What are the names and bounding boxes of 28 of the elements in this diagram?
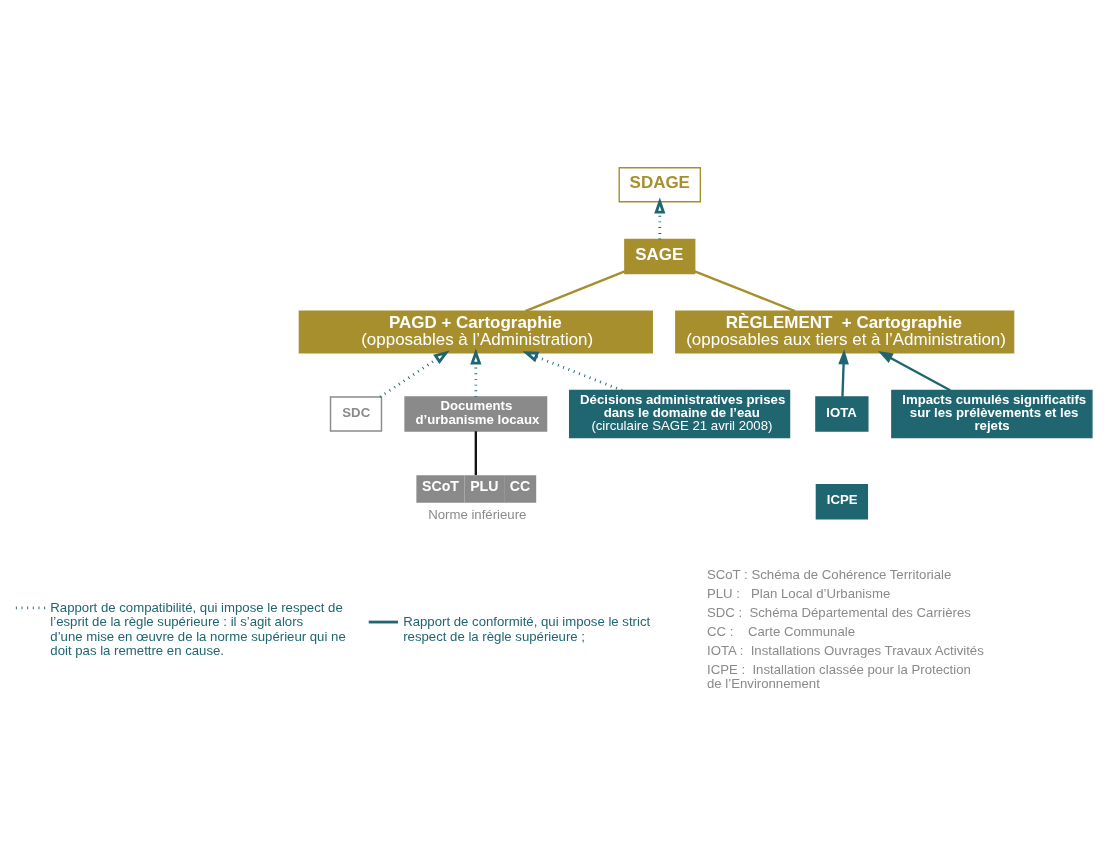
arrow [654, 197, 666, 239]
arrow [522, 350, 623, 392]
label: IOTA : Installations Ouvrages Travaux Activités [706, 642, 984, 658]
arrow [877, 350, 951, 391]
arrow [470, 348, 482, 397]
legend-label: Rapport de conformité, qui impose le strict respect de la règle supérieure ; [403, 613, 651, 644]
label: CC : Carte Communale [706, 623, 856, 639]
node-box: SAGE [624, 238, 696, 274]
legend-label: Rapport de compatibilité, qui impose le respect de l’esprit de la règle supérieure : il s’agit alors d’une mise en œuvre de la norme supérieur qui ne doit pas la remettre en cause. [50, 599, 346, 658]
label: ICPE : Installation classée pour la Protection de l’Environnement [706, 661, 971, 691]
arrow [379, 349, 450, 398]
label: SDC : Schéma Départemental des Carrières [706, 604, 971, 620]
connector [474, 430, 477, 475]
label: SCoT : Schéma de Cohérence Territoriale [706, 566, 952, 582]
connector [694, 269, 796, 312]
arrow [838, 348, 849, 397]
label: PLU : Plan Local d’Urbanisme [706, 585, 891, 601]
node-box: RÈGLEMENT + Cartographie (opposables aux tiers et à l’Administration) [675, 309, 1015, 353]
node-box: Documents d’urbanisme locaux [404, 395, 548, 432]
node-box: Décisions administratives prises dans le domaine de l’eau (circulaire SAGE 21 avril 2008) [569, 389, 791, 438]
node-label: Norme inférieure [428, 506, 527, 522]
node-box: Impacts cumulés significatifs sur les prélèvements et les rejets [891, 389, 1093, 438]
node-box: ICPE [815, 483, 869, 519]
node-box: IOTA [815, 395, 869, 432]
node-box: PAGD + Cartographie (opposables à l’Administration) [298, 309, 653, 353]
node-box: SDAGE [618, 166, 702, 202]
connector [524, 269, 626, 312]
node-box: SDC [329, 395, 383, 432]
